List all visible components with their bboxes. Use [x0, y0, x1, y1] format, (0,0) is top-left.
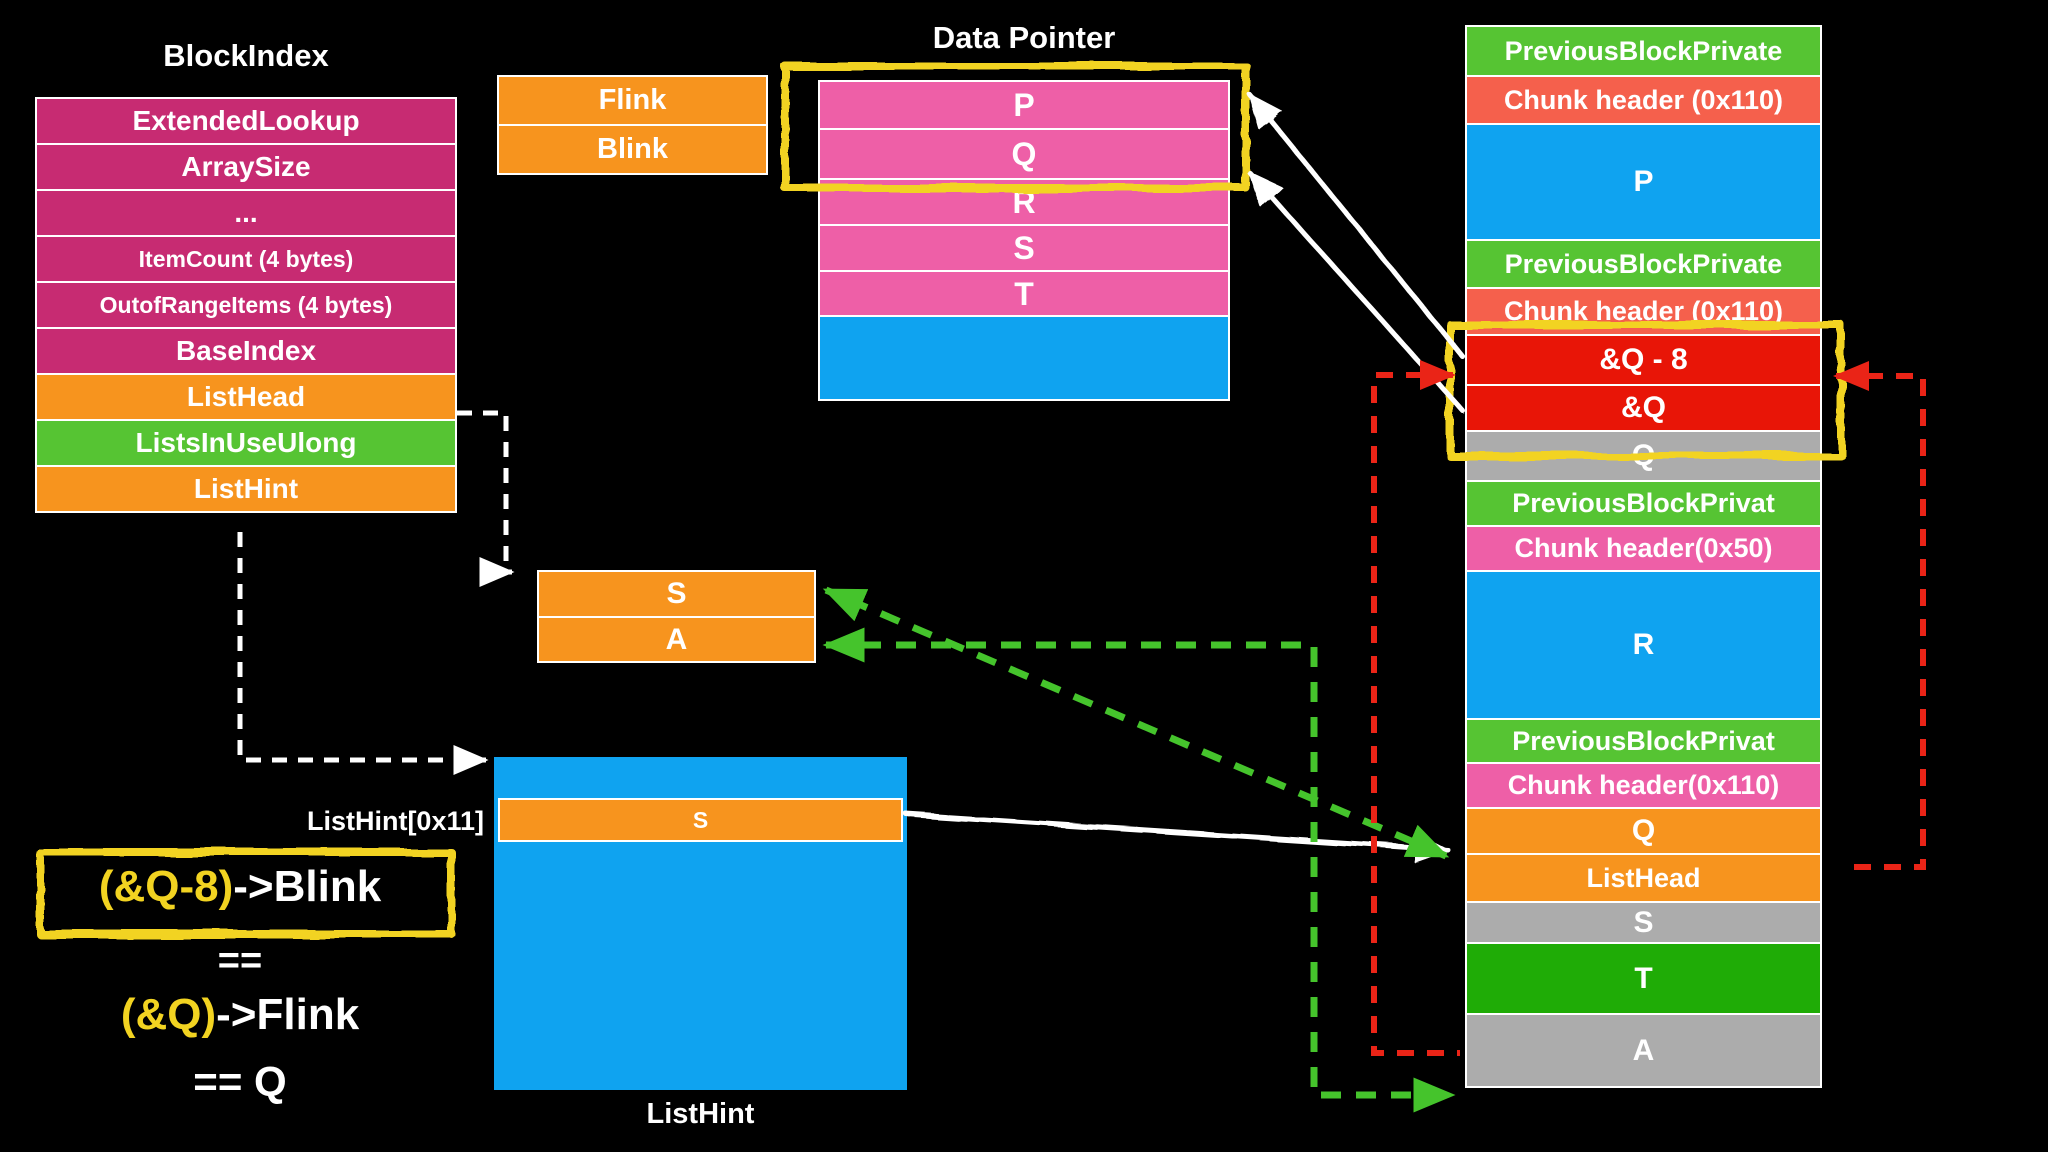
- blockindex-title: BlockIndex: [163, 38, 329, 73]
- blockindex-row: ListHint: [35, 465, 457, 513]
- green-dashed-arrows: [822, 586, 1456, 1113]
- heap-row: PreviousBlockPrivat: [1465, 480, 1822, 527]
- listhead-to-sa-arrow: [457, 410, 515, 587]
- equation-q-addr: (&Q): [120, 990, 217, 1039]
- equation-line-4: == Q: [193, 1058, 287, 1105]
- flink-blink-row: Blink: [497, 124, 768, 175]
- equation-flink: ->Flink: [216, 990, 360, 1039]
- freelist-entry-row: S: [537, 570, 816, 618]
- heap-row: Q: [1465, 807, 1822, 855]
- freelist-entry-row: A: [537, 616, 816, 663]
- heap-row: T: [1465, 942, 1822, 1015]
- listhint-slot-to-q-arrow: [904, 812, 1451, 863]
- heap-row: A: [1465, 1013, 1822, 1088]
- equation-blink: ->Blink: [233, 862, 382, 911]
- listhint-to-array-arrow: [237, 532, 489, 775]
- equation-line-2: ==: [217, 940, 263, 982]
- heap-row: S: [1465, 901, 1822, 944]
- equation-q-minus-8: (&Q-8): [98, 862, 234, 911]
- listhint-caption: ListHint: [646, 1098, 755, 1130]
- data-pointer-row: [818, 315, 1230, 401]
- heap-row: Chunk header(0x50): [1465, 525, 1822, 572]
- heap-row: &Q: [1465, 384, 1822, 432]
- listhint-slot-label: S: [692, 806, 709, 833]
- blockindex-row: ListHead: [35, 373, 457, 421]
- listhint-slot-row: S: [498, 798, 903, 842]
- left-red-pointer-path: [1371, 360, 1460, 1056]
- heap-row: ListHead: [1465, 853, 1822, 903]
- data-pointer-title: Data Pointer: [932, 20, 1116, 55]
- qaddr-to-q-arrow: [1247, 170, 1467, 415]
- heap-row: &Q - 8: [1465, 334, 1822, 386]
- heap-row: PreviousBlockPrivat: [1465, 718, 1822, 764]
- heap-row: PreviousBlockPrivate: [1465, 239, 1822, 289]
- listhint-index-label: ListHint[0x11]: [306, 806, 484, 836]
- data-pointer-row: S: [818, 224, 1230, 272]
- blockindex-row: ExtendedLookup: [35, 97, 457, 145]
- heap-row: Q: [1465, 430, 1822, 482]
- blockindex-row: ArraySize: [35, 143, 457, 191]
- blockindex-row: ListsInUseUlong: [35, 419, 457, 467]
- blockindex-row: OutofRangeItems (4 bytes): [35, 281, 457, 329]
- blockindex-row: BaseIndex: [35, 327, 457, 375]
- heap-row: P: [1465, 123, 1822, 241]
- equation-line-3: (&Q)->Flink: [28, 990, 452, 1040]
- heap-row: Chunk header (0x110): [1465, 287, 1822, 336]
- data-pointer-row: R: [818, 178, 1230, 226]
- qaddr-minus8-to-p-arrow: [1247, 92, 1467, 361]
- blockindex-row: ...: [35, 189, 457, 237]
- data-pointer-row: P: [818, 80, 1230, 130]
- data-pointer-row: T: [818, 270, 1230, 317]
- heap-row: R: [1465, 570, 1822, 720]
- right-red-pointer-path: [1833, 361, 1926, 870]
- heap-row: PreviousBlockPrivate: [1465, 25, 1822, 77]
- heap-row: Chunk header (0x110): [1465, 75, 1822, 125]
- data-pointer-row: Q: [818, 128, 1230, 180]
- equation-line-1: (&Q-8)->Blink: [28, 862, 452, 912]
- heap-row: Chunk header(0x110): [1465, 762, 1822, 809]
- a-a-link-arrow: [822, 627, 1456, 1113]
- blockindex-row: ItemCount (4 bytes): [35, 235, 457, 283]
- flink-blink-row: Flink: [497, 75, 768, 126]
- s-q-link-arrow: [822, 586, 1450, 860]
